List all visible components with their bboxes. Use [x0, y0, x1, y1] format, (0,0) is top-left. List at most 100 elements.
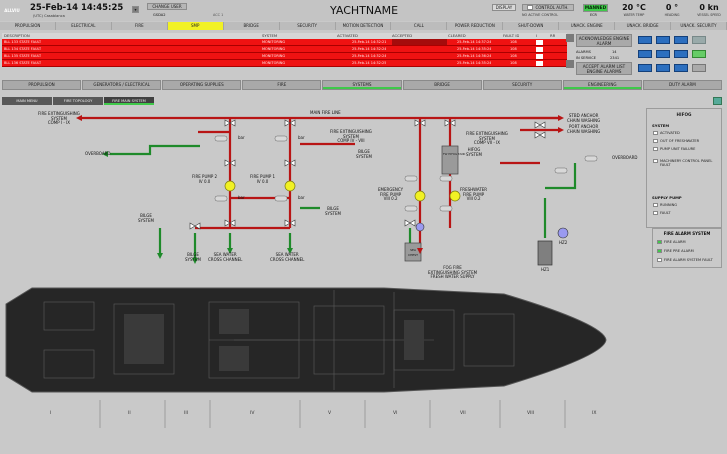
monitor-icon[interactable] [656, 50, 670, 58]
valve-icon[interactable] [224, 119, 236, 127]
control-auth-button[interactable]: CONTROL AUTH. [522, 4, 574, 11]
valve-icon[interactable] [284, 159, 296, 167]
monitor-icon[interactable] [638, 64, 652, 72]
scroll-down-icon[interactable] [566, 60, 574, 68]
arrow-icon [417, 248, 423, 254]
label-hifog-system: HIFOG SYSTEM [466, 147, 482, 157]
tab-main-menu[interactable]: MAIN MENU [2, 97, 52, 105]
monitor-icon[interactable] [674, 36, 688, 44]
pressure-gauge [214, 195, 228, 202]
expand-icon[interactable] [713, 97, 722, 105]
monitor-icon[interactable] [638, 36, 652, 44]
nav-unack-bridge[interactable]: UNACK. BRIDGE [615, 22, 672, 30]
label-main-fire-line: MAIN FIRE LINE [310, 110, 341, 115]
acknowledge-engine-alarm-button[interactable]: ACKNOWLEDGE ENGINE ALARM [576, 34, 632, 47]
nav-power-reduction[interactable]: POWER REDUCTION [447, 22, 504, 30]
monitor-icon[interactable] [674, 50, 688, 58]
accept-alarm-list-button[interactable]: ACCEPT ALARM LIST ENGINE ALARMS [576, 62, 632, 75]
tab-fire-topology[interactable]: FIRE TOPOLOGY [53, 97, 103, 105]
tab-systems[interactable]: SYSTEMS [322, 80, 402, 90]
valve-icon[interactable] [534, 131, 546, 139]
alarm-info-icon[interactable] [536, 47, 543, 52]
valve-icon[interactable] [224, 219, 236, 227]
scroll-up-icon[interactable] [566, 34, 574, 42]
nav-shut-down[interactable]: SHUT-DOWN [503, 22, 560, 30]
tab-duty-alarm[interactable]: DUTY ALARM [642, 80, 722, 90]
tab-engineering[interactable]: ENGINEERING [562, 80, 642, 90]
settings-icon[interactable] [692, 64, 706, 72]
tab-propulsion[interactable]: PROPULSION [2, 80, 82, 90]
alarm-row[interactable]: BLL 136 STATE FAULT MONITORING 25-Feb-14… [2, 60, 567, 67]
valve-icon[interactable] [224, 159, 236, 167]
valve-icon[interactable] [284, 119, 296, 127]
pressure-gauge [439, 175, 453, 182]
valve-icon[interactable] [189, 222, 201, 230]
label-bilge-b1: BILGE SYSTEM [185, 252, 201, 262]
alarm-row[interactable]: BLL 134 STATE FAULT MONITORING 25-Feb-14… [2, 46, 567, 53]
monitor-icon[interactable] [638, 50, 652, 58]
nav-motion-detection[interactable]: MOTION DETECTION [336, 22, 392, 30]
valve-icon[interactable] [534, 121, 546, 129]
change-user-button[interactable]: CHANGE USER [147, 3, 187, 10]
valve-icon[interactable] [444, 119, 456, 127]
monitor-icon[interactable] [656, 36, 670, 44]
alarm-row[interactable]: BLL 135 STATE FAULT MONITORING 25-Feb-14… [2, 53, 567, 60]
emergency-fire-pump-icon[interactable] [414, 190, 426, 202]
nav-smp[interactable]: SMP [167, 22, 224, 30]
nav-bridge[interactable]: BRIDGE [224, 22, 280, 30]
label-port-anchor: PORT ANCHOR CHAIN WASHING [567, 124, 601, 134]
tab-operating-supplies[interactable]: OPERATING SUPPLIES [162, 80, 242, 90]
fire-pump-1-icon[interactable] [284, 180, 296, 192]
tab-bridge[interactable]: BRIDGE [402, 80, 482, 90]
hifog-tank[interactable] [441, 145, 459, 175]
fire-alarm-label: FIRE ALARM [664, 240, 686, 244]
freshwater-fire-pump-icon[interactable] [449, 190, 461, 202]
nav-electrical[interactable]: ELECTRICAL [56, 22, 112, 30]
nav-unack-engine[interactable]: UNACK. ENGINE [559, 22, 616, 30]
monitor-icon[interactable] [674, 64, 688, 72]
control-status: NO ACTIVE CONTROL [522, 13, 559, 17]
valve-icon[interactable] [284, 219, 296, 227]
water-temp-value: 20 °C [622, 3, 646, 12]
nav-fire[interactable]: FIRE [112, 22, 168, 30]
tab-security[interactable]: SECURITY [482, 80, 562, 90]
manned-indicator[interactable]: MANNED [583, 4, 608, 12]
status-led [653, 203, 658, 207]
alarm-info-icon[interactable] [536, 40, 543, 45]
acc-id: ACC 1 [213, 13, 224, 17]
nav-propulsion[interactable]: PROPULSION [0, 22, 56, 30]
alarm-description: BLL 134 STATE FAULT [4, 47, 42, 51]
alarm-accepted-cell [392, 39, 447, 45]
tab-fire-main-system[interactable]: FIRE MAIN SYSTEM [104, 97, 154, 105]
fire-pump-2-icon[interactable] [224, 180, 236, 192]
section-label: IX [592, 411, 597, 416]
fire-system-fault-led [657, 258, 662, 262]
alarm-info-icon[interactable] [536, 54, 543, 59]
tab-generators[interactable]: GENERATORS / ELECTRICAL [82, 80, 162, 90]
deck-plan [4, 284, 609, 396]
alarm-info-icon[interactable] [536, 61, 543, 66]
check-icon[interactable] [692, 50, 706, 58]
status-out-of-freshwater: OUT OF FRESHWATER [660, 139, 700, 143]
nav-unack-security[interactable]: UNACK. SECURITY [671, 22, 727, 30]
tools-icon[interactable] [692, 36, 706, 44]
hz2-unit[interactable] [557, 227, 569, 239]
status-running: RUNNING [660, 203, 678, 207]
alarm-table-header: DESCRIPTION SYSTEM ACTIVATED ACCEPTED CL… [2, 33, 567, 39]
monitor-icon[interactable] [656, 64, 670, 72]
alarm-row[interactable]: BLL 133 STATE FAULT MONITORING 25-Feb-14… [2, 39, 567, 46]
display-button[interactable]: DISPLAY [492, 4, 516, 11]
control-auth-checkbox[interactable] [527, 5, 534, 10]
nav-security[interactable]: SECURITY [280, 22, 336, 30]
flow-meter[interactable] [415, 222, 425, 232]
valve-icon[interactable] [414, 119, 426, 127]
section-label: I [50, 411, 52, 416]
label-sea-water-2: SEA WATER CROSS CHANNEL [270, 252, 305, 262]
tab-fire[interactable]: FIRE [242, 80, 322, 90]
alarm-table: DESCRIPTION SYSTEM ACTIVATED ACCEPTED CL… [2, 33, 567, 67]
pressure-gauge [274, 135, 288, 142]
valve-icon[interactable] [404, 219, 416, 227]
nav-call[interactable]: CALL [391, 22, 448, 30]
hz1-unit[interactable] [537, 240, 553, 266]
dropdown-arrow-icon[interactable]: ▾ [132, 6, 139, 13]
